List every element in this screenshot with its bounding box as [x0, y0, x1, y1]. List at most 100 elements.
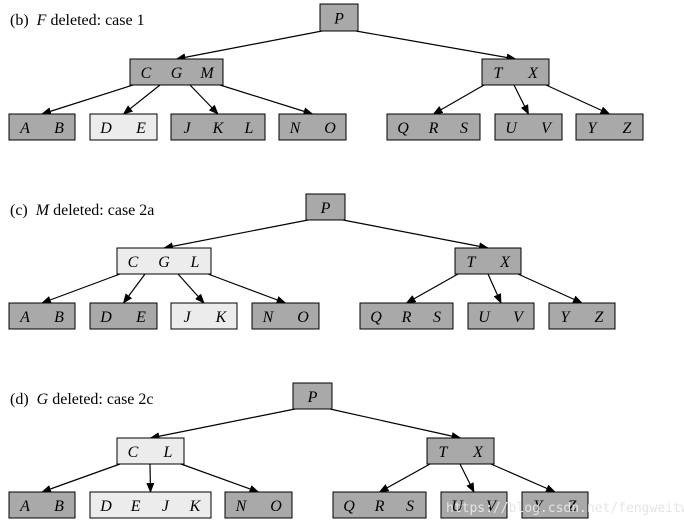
node-key: R [374, 498, 385, 515]
panel-caption: (c) M deleted: case 2a [10, 202, 154, 219]
node-key: B [54, 309, 64, 326]
node-box [494, 113, 563, 141]
node-key: P [333, 11, 344, 28]
node-key: U [505, 120, 518, 137]
node-key: Y [588, 120, 599, 137]
node-key: V [541, 120, 553, 137]
node-key: L [244, 120, 254, 137]
node-key: N [289, 120, 302, 137]
node-key: K [189, 498, 202, 515]
node-key: D [99, 309, 112, 326]
node-key: A [19, 120, 30, 137]
tree-edge-arrow [432, 84, 485, 115]
node-key: X [499, 254, 511, 271]
node-box [116, 437, 185, 465]
node-key: U [451, 498, 464, 515]
node-key: J [183, 120, 191, 137]
caption-label: (c) [10, 202, 36, 219]
node-key: X [472, 444, 484, 461]
caption-description: deleted: case 2c [48, 391, 153, 408]
node-box [8, 491, 76, 519]
node-box [305, 193, 346, 221]
tree-edge-arrow [517, 273, 583, 304]
node-box [548, 302, 616, 330]
node-box [359, 302, 454, 330]
tree-edge-arrow [41, 273, 121, 304]
tree-edge-arrow [487, 273, 502, 304]
tree-edge-arrow [180, 463, 260, 493]
node-key: V [513, 309, 525, 326]
tree-edge-arrow [175, 30, 323, 62]
caption-description: deleted: case 1 [46, 12, 144, 29]
node-key: G [158, 254, 170, 271]
node-key: J [162, 498, 170, 515]
tree-edge-arrow [122, 84, 161, 115]
node-key: N [235, 498, 248, 515]
tree-edge-arrow [355, 30, 517, 62]
caption-label: (b) [10, 12, 37, 29]
node-key: V [486, 498, 498, 515]
node-key: P [307, 389, 318, 406]
tree-edge-arrow [342, 219, 489, 251]
panel-caption: (b) F deleted: case 1 [10, 12, 145, 29]
watermark: https://blog.csdn.net/fengweitw [446, 501, 684, 516]
node-key: N [262, 309, 275, 326]
node-key: D [99, 120, 112, 137]
tree-edge-arrow [545, 84, 611, 115]
node-box [386, 113, 481, 141]
tree-edge-arrow [41, 84, 134, 116]
tree-edge-arrow [163, 219, 309, 251]
node-box [8, 302, 76, 330]
node-key: M [199, 65, 215, 82]
caption-deleted-key: M [35, 202, 51, 219]
node-key: B [54, 498, 64, 515]
tree-edge-arrow [146, 463, 155, 493]
btree-node-p: P [292, 382, 333, 410]
tree-edge-arrow [177, 273, 205, 304]
node-key: C [128, 254, 139, 271]
node-box [278, 113, 347, 141]
node-key: T [439, 444, 449, 461]
node-box [454, 247, 522, 275]
tree-edge-arrow [329, 408, 462, 440]
node-key: K [212, 120, 225, 137]
node-key: A [19, 498, 30, 515]
node-box [170, 302, 238, 330]
node-key: T [494, 65, 504, 82]
node-key: B [54, 120, 64, 137]
node-box [224, 491, 293, 519]
node-key: C [128, 444, 139, 461]
tree-edge-arrow [149, 408, 296, 441]
caption-label: (d) [10, 391, 37, 408]
tree-edge-arrow [490, 463, 556, 493]
node-box [521, 491, 589, 519]
node-key: Z [595, 309, 605, 326]
node-box [251, 302, 320, 330]
node-box [332, 491, 427, 519]
btree-node-p: P [319, 3, 359, 32]
node-box [575, 113, 644, 141]
node-box [89, 113, 158, 141]
node-box [89, 302, 158, 330]
